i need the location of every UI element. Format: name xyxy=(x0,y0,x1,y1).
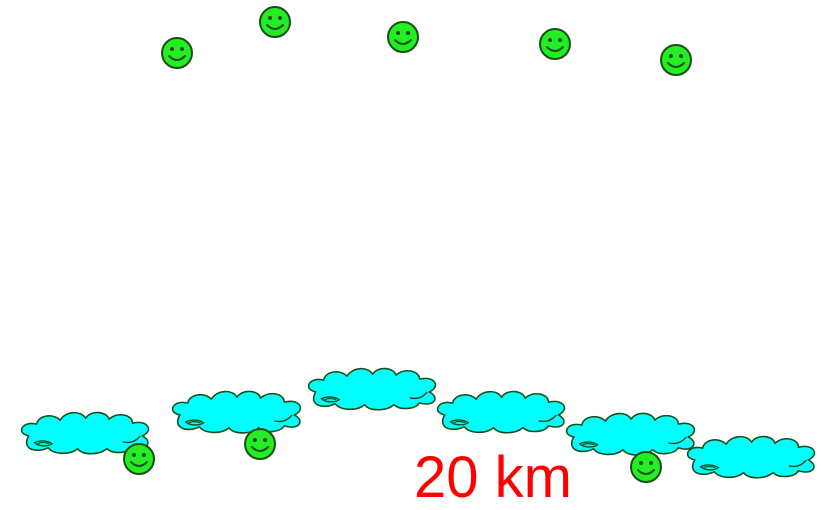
smiley-face-icon xyxy=(259,6,291,38)
smiley-face-icon xyxy=(244,428,276,460)
smiley-face-icon xyxy=(630,451,662,483)
smiley-face-icon xyxy=(387,21,419,53)
cloud-icon xyxy=(436,390,566,434)
smiley-face-icon xyxy=(123,443,155,475)
smiley-face-icon xyxy=(660,44,692,76)
smiley-face-icon xyxy=(161,37,193,69)
distance-label: 20 km xyxy=(414,445,572,510)
cloud-icon xyxy=(565,412,696,456)
smiley-face-icon xyxy=(539,28,571,60)
cloud-icon xyxy=(307,367,437,411)
cloud-icon xyxy=(686,435,816,479)
cloud-icon xyxy=(171,390,302,434)
